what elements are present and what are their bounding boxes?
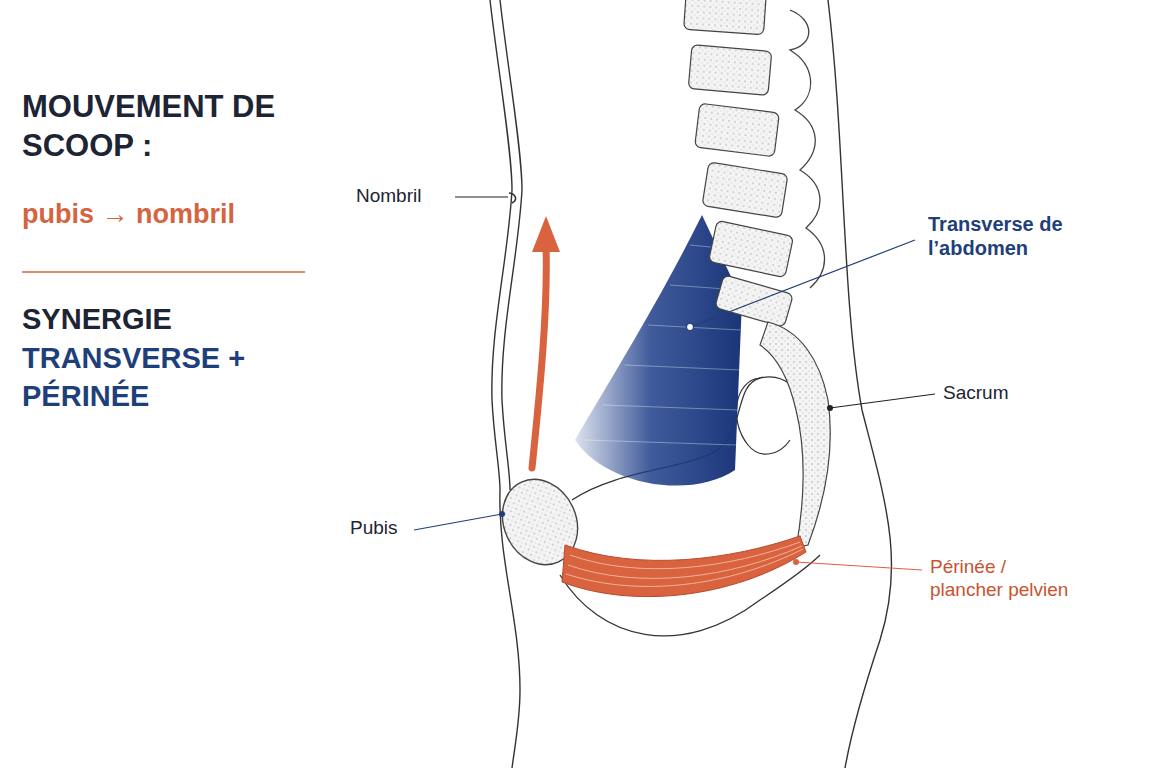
- leader-lines: [414, 197, 935, 570]
- front-outline: [490, 0, 522, 768]
- transverse-fibres: [585, 245, 740, 445]
- scoop-arrowhead: [532, 216, 560, 252]
- perineum-muscle: [562, 536, 806, 597]
- part-label: Sacrum: [943, 382, 1053, 405]
- part-label: Transverse de l’abdomen: [928, 212, 1098, 260]
- navel: [509, 193, 516, 203]
- subtitle: pubis → nombril: [22, 198, 322, 230]
- separator: [22, 271, 305, 273]
- sacrum: [760, 322, 830, 548]
- vertebrae: [684, 0, 794, 327]
- perineum-fibres: [566, 542, 803, 586]
- part-label: Nombril: [356, 185, 456, 208]
- spinous-processes: [790, 10, 825, 288]
- leader-dots: [499, 324, 833, 566]
- title: MOUVEMENT DE SCOOP :: [22, 88, 322, 166]
- heading: SYNERGIE: [22, 302, 322, 337]
- part-label: Périnée / plancher pelvien: [930, 556, 1082, 602]
- back-outline: [828, 0, 892, 768]
- scoop-arrow: [532, 245, 546, 468]
- heading: TRANSVERSE + PÉRINÉE: [22, 340, 262, 415]
- part-label: Pubis: [350, 517, 420, 540]
- pelvic-loop: [736, 378, 790, 454]
